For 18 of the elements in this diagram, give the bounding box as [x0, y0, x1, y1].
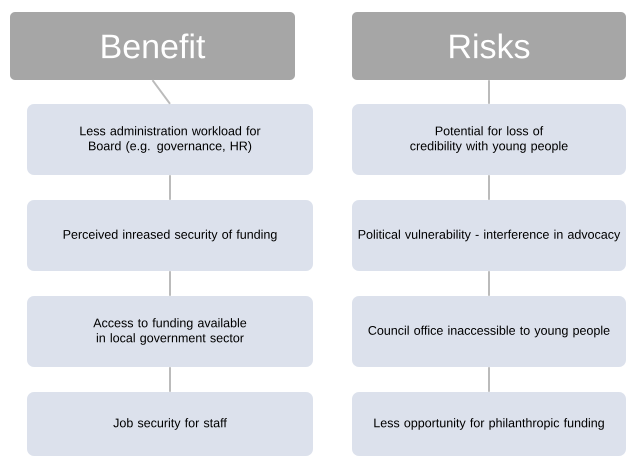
connector [169, 271, 171, 296]
text-box: Less administration workload for Board (e.g. governance, HR) [27, 104, 313, 175]
text-box: Political vulnerability - interference in advocacy [352, 200, 626, 271]
connector [169, 367, 171, 392]
text-box: Less opportunity for philanthropic funding [352, 392, 626, 456]
connector [488, 175, 490, 200]
text-box: Perceived inreased security of funding [27, 200, 313, 271]
connector [488, 367, 490, 392]
connector [488, 80, 490, 104]
text-box: Job security for staff [27, 392, 313, 456]
header-box: Risks [352, 12, 626, 80]
text-box: Council office inaccessible to young people [352, 296, 626, 367]
header-box: Benefit [10, 12, 295, 80]
connector [152, 80, 171, 104]
text-box: Access to funding available in local government sector [27, 296, 313, 367]
text-box: Potential for loss of credibility with young people [352, 104, 626, 175]
connector [488, 271, 490, 296]
connector [169, 175, 171, 200]
